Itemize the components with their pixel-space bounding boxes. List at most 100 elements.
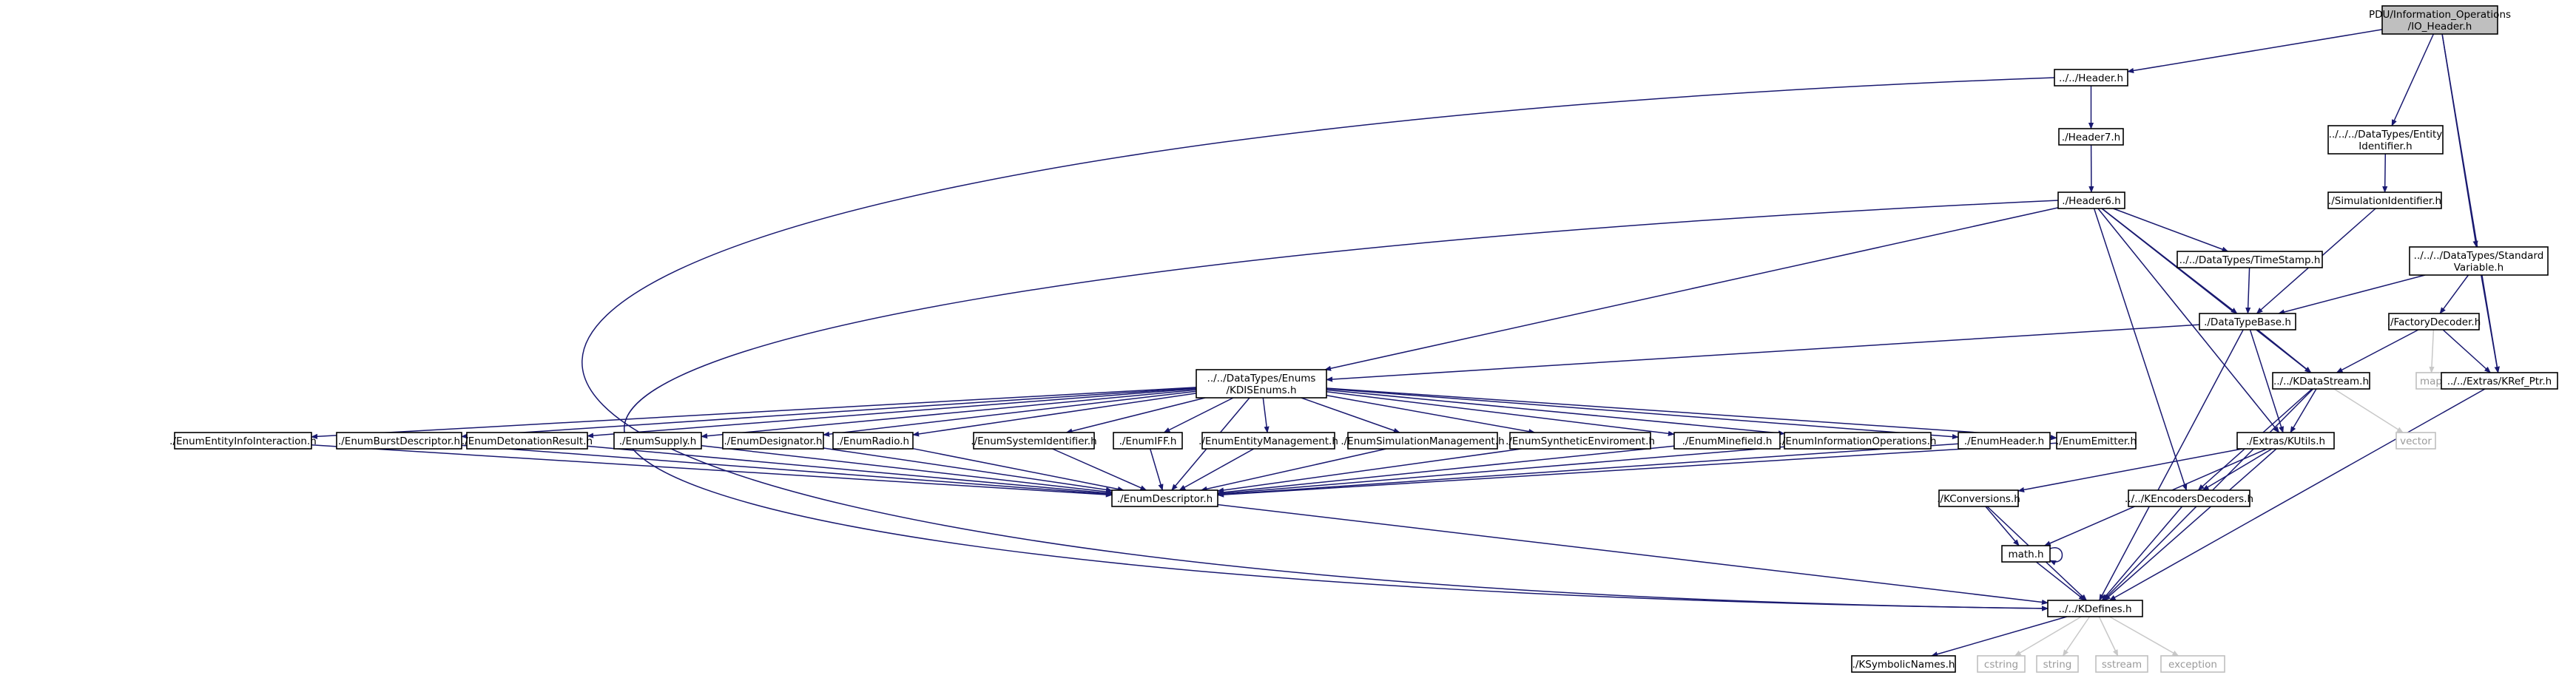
edge-enums-to-e_sysid bbox=[1065, 397, 1206, 434]
node-label: ./EnumEntityManagement.h bbox=[1198, 435, 1338, 447]
edge-header-to-kdefines bbox=[581, 77, 2055, 611]
node-box bbox=[336, 432, 462, 450]
node-label: ./FactoryDecoder.h bbox=[2387, 316, 2481, 328]
node-root[interactable]: PDU/Information_Operations/IO_Header.h bbox=[2369, 5, 2511, 35]
node-map[interactable]: map bbox=[2415, 372, 2447, 390]
node-kutils[interactable]: ./Extras/KUtils.h bbox=[2236, 432, 2335, 450]
node-label: ./EnumEntityInfoInteraction.h bbox=[169, 435, 317, 447]
edge-kdatastream-to-vector bbox=[2333, 388, 2404, 433]
edge-header6-to-enums bbox=[1324, 207, 2059, 371]
node-header6[interactable]: ./Header6.h bbox=[2057, 191, 2125, 209]
node-label: ./EnumSyntheticEnviroment.h bbox=[1506, 435, 1655, 447]
edge-enums-to-e_simmgmt bbox=[1301, 397, 1400, 433]
node-box bbox=[1509, 432, 1651, 450]
node-label: string bbox=[2043, 659, 2072, 671]
node-box bbox=[2409, 246, 2549, 276]
edge-dtbase-to-kdefines bbox=[2099, 329, 2244, 601]
node-box bbox=[973, 432, 1095, 450]
node-vector[interactable]: vector bbox=[2395, 432, 2436, 450]
node-cstring[interactable]: cstring bbox=[1977, 655, 2026, 673]
node-dtbase[interactable]: ./DataTypeBase.h bbox=[2199, 313, 2296, 330]
edge-e_synth-to-enumdesc bbox=[1217, 448, 1522, 493]
node-kref[interactable]: ../../Extras/KRef_Ptr.h bbox=[2441, 372, 2558, 390]
node-e_sysid[interactable]: ./EnumSystemIdentifier.h bbox=[971, 432, 1097, 450]
node-label: ./EnumEmitter.h bbox=[2056, 435, 2137, 447]
node-e_entmgmt[interactable]: ./EnumEntityManagement.h bbox=[1198, 432, 1338, 450]
edge-enums-to-e_mine bbox=[1326, 391, 1675, 436]
node-label: vector bbox=[2400, 435, 2432, 447]
edge-stdvar-to-kref bbox=[2481, 274, 2500, 373]
node-label: ../../DataTypes/TimeStamp.h bbox=[2179, 254, 2321, 266]
node-box bbox=[466, 432, 588, 450]
node-box bbox=[832, 432, 914, 450]
node-box bbox=[1111, 489, 1218, 507]
node-e_header[interactable]: ./EnumHeader.h bbox=[1958, 432, 2051, 450]
node-header7[interactable]: ./Header7.h bbox=[2058, 128, 2124, 146]
edge-kdefines-to-cstring bbox=[2014, 616, 2082, 657]
edge-kdefines-to-exception bbox=[2109, 616, 2179, 657]
node-string[interactable]: string bbox=[2036, 655, 2079, 673]
edge-enums-to-e_iff bbox=[1163, 397, 1234, 433]
node-kencdec[interactable]: ../../KEncodersDecoders.h bbox=[2125, 489, 2253, 507]
edge-e_mine-to-enumdesc bbox=[1217, 445, 1675, 495]
node-exception[interactable]: exception bbox=[2160, 655, 2225, 673]
node-sstream[interactable]: sstream bbox=[2095, 655, 2148, 673]
node-e_infoops[interactable]: ./EnumInformationOperations.h bbox=[1779, 432, 1937, 450]
edge-enumdesc-to-kdefines bbox=[1217, 504, 2049, 606]
edge-enums-to-e_desig bbox=[823, 390, 1197, 437]
edge-enums-to-e_entmgmt bbox=[1262, 397, 1270, 433]
node-e_burst[interactable]: ./EnumBurstDescriptor.h bbox=[336, 432, 462, 450]
node-label: ./EnumDesignator.h bbox=[724, 435, 822, 447]
node-e_radio[interactable]: ./EnumRadio.h bbox=[832, 432, 914, 450]
node-factory[interactable]: ./FactoryDecoder.h bbox=[2387, 313, 2481, 330]
node-e_emitter[interactable]: ./EnumEmitter.h bbox=[2056, 432, 2137, 450]
node-kdatastream[interactable]: ../../KDataStream.h bbox=[2272, 372, 2370, 390]
edge-root-to-header bbox=[2127, 29, 2383, 74]
edge-e_radio-to-enumdesc bbox=[912, 447, 1125, 492]
edge-kdefines-to-string bbox=[2062, 616, 2091, 657]
node-e_simmgmt[interactable]: ./EnumSimulationManagement.h bbox=[1341, 432, 1505, 450]
node-enums[interactable]: ../../DataTypes/Enums/KDISEnums.h bbox=[1196, 369, 1327, 399]
edge-math-to-math bbox=[2049, 547, 2063, 566]
edge-math-to-kdefines bbox=[2035, 561, 2086, 601]
node-simid[interactable]: ./SimulationIdentifier.h bbox=[2327, 191, 2442, 209]
node-label: ./EnumRadio.h bbox=[837, 435, 909, 447]
node-e_supply[interactable]: ./EnumSupply.h bbox=[613, 432, 702, 450]
edge-e_header-to-enumdesc bbox=[1217, 443, 1959, 498]
node-e_mine[interactable]: ./EnumMinefield.h bbox=[1673, 432, 1781, 450]
edge-stdvar-to-factory bbox=[2439, 274, 2469, 314]
node-e_deton[interactable]: ./EnumDetonationResult.h bbox=[462, 432, 593, 450]
node-label: math.h bbox=[2008, 549, 2043, 560]
edge-factory-to-kdatastream bbox=[2336, 329, 2419, 373]
node-label: ./SimulationIdentifier.h bbox=[2328, 195, 2441, 207]
node-e_iff[interactable]: ./EnumIFF.h bbox=[1113, 432, 1183, 450]
edge-kdatastream-to-kutils bbox=[2290, 388, 2317, 433]
node-box bbox=[2199, 313, 2296, 330]
node-label: ./EnumBurstDescriptor.h bbox=[338, 435, 460, 447]
edge-kutils-to-kdefines bbox=[2103, 448, 2277, 601]
node-header[interactable]: ../../Header.h bbox=[2054, 69, 2128, 87]
node-timestamp[interactable]: ../../DataTypes/TimeStamp.h bbox=[2177, 251, 2323, 268]
node-box bbox=[1851, 655, 1956, 673]
node-ksymbolic[interactable]: ./KSymbolicNames.h bbox=[1851, 655, 1956, 673]
node-box bbox=[2327, 191, 2442, 209]
node-label: ./KConversions.h bbox=[1937, 493, 2020, 505]
node-enumdesc[interactable]: ./EnumDescriptor.h bbox=[1111, 489, 1218, 507]
node-label: ./KSymbolicNames.h bbox=[1852, 659, 1955, 671]
edge-kdefines-to-ksymbolic bbox=[1931, 616, 2068, 657]
node-e_desig[interactable]: ./EnumDesignator.h bbox=[722, 432, 824, 450]
node-label: ../../../DataTypes/Entity bbox=[2329, 129, 2443, 140]
node-math[interactable]: math.h bbox=[2001, 545, 2051, 563]
node-kdefines[interactable]: ../../KDefines.h bbox=[2047, 600, 2143, 617]
edge-enums-to-e_burst bbox=[461, 387, 1197, 439]
edge-header6-to-kutils bbox=[2097, 208, 2280, 433]
edge-enums-to-e_deton bbox=[587, 388, 1197, 438]
node-e_synth[interactable]: ./EnumSyntheticEnviroment.h bbox=[1506, 432, 1655, 450]
edge-e_entmgmt-to-enumdesc bbox=[1179, 448, 1255, 491]
node-box bbox=[2095, 655, 2148, 673]
node-e_info[interactable]: ./EnumEntityInfoInteraction.h bbox=[169, 432, 317, 450]
node-kconv[interactable]: ./KConversions.h bbox=[1937, 489, 2020, 507]
edge-dtbase-to-kdatastream bbox=[2257, 329, 2312, 373]
